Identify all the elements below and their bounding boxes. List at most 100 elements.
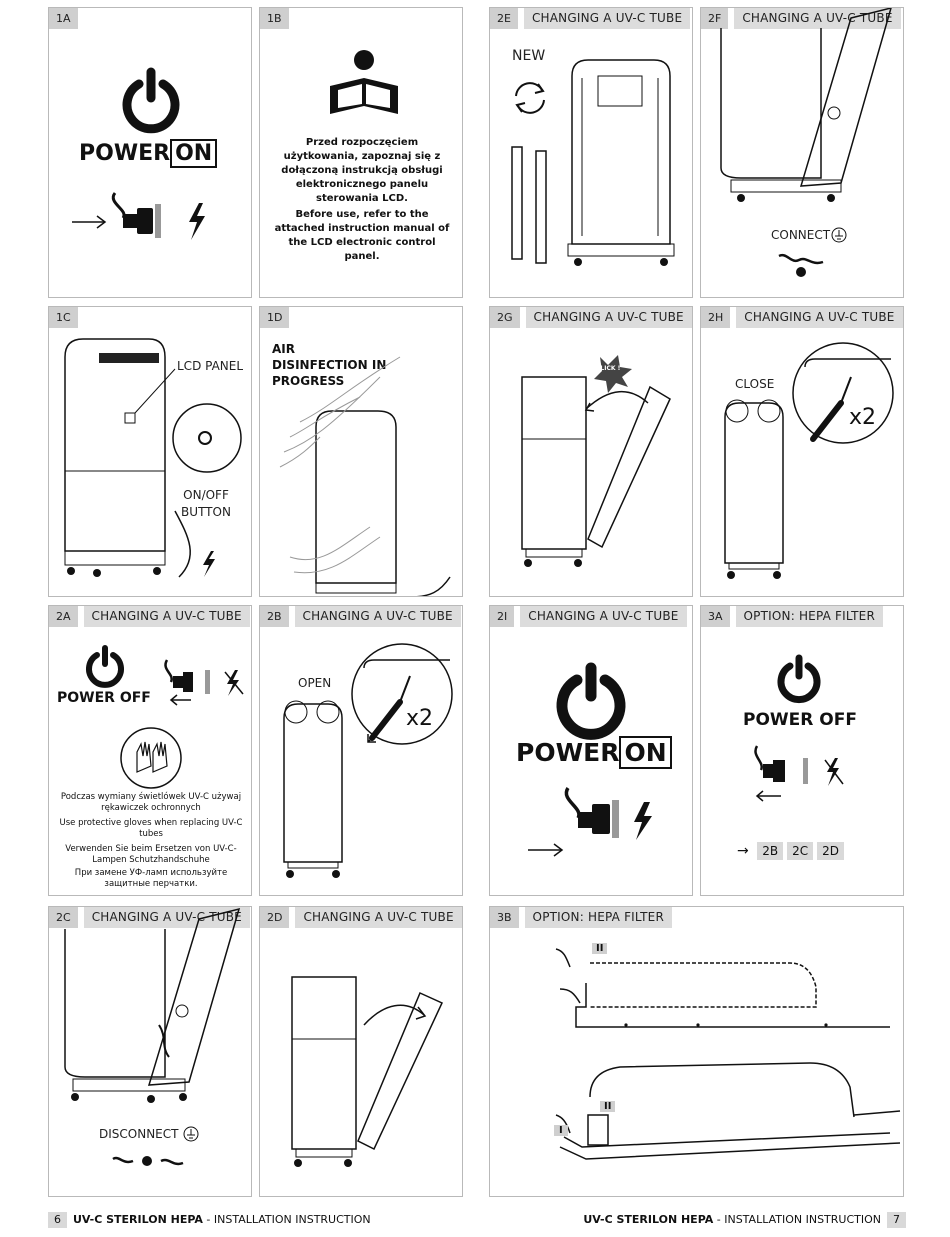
power-icon <box>86 645 124 688</box>
panel-id: 1A <box>49 8 78 29</box>
panel-id: 1C <box>49 307 78 328</box>
panel-title: CHANGING A UV-C TUBE <box>295 907 462 928</box>
gloves-text-de: Verwenden Sie beim Ersetzen von UV-C-Lam… <box>65 844 237 865</box>
hepa-filter-drawing <box>555 948 901 1160</box>
product-name: UV-C STERILON HEPA <box>73 1213 203 1226</box>
plug-in-icon <box>528 787 652 857</box>
marker-1: I <box>554 1125 568 1136</box>
new-label: NEW <box>512 48 546 64</box>
panel-title: CHANGING A UV-C TUBE <box>520 606 687 627</box>
footer-left: 6 UV-C STERILON HEPA - INSTALLATION INSTR… <box>48 1212 371 1228</box>
unplug-icon <box>754 745 844 802</box>
panel-title: CHANGING A UV-C TUBE <box>523 8 691 29</box>
panel-1d: 1D AIR DISINFECTION IN PROGRESS <box>259 306 463 597</box>
reading-person-icon <box>330 50 398 114</box>
device-open-drawing <box>567 59 675 266</box>
disconnect-label: DISCONNECT <box>99 1127 179 1141</box>
count-label: x2 <box>406 706 434 731</box>
panel-id: 2B <box>260 606 289 627</box>
panel-id: 2F <box>701 8 729 29</box>
power-icon <box>122 67 180 134</box>
gloves-text-ru: При замене УФ-ламп используйте защитные … <box>74 868 228 889</box>
instruction-text-pl: Przed rozpoczęciem użytkowania, zapoznaj… <box>281 137 443 204</box>
swap-arrows-icon <box>515 82 545 114</box>
cable-disconnected-icon <box>112 1156 184 1166</box>
panel-id: 2I <box>490 606 515 627</box>
panel-id: 2A <box>49 606 78 627</box>
product-name: UV-C STERILON HEPA <box>583 1213 714 1226</box>
power-off-text: POWER OFF <box>57 690 151 706</box>
power-icon <box>777 654 821 704</box>
device-drawing <box>64 338 242 578</box>
device-airflow-drawing <box>279 356 451 596</box>
panel-title: CHANGING A UV-C TUBE <box>525 307 692 328</box>
panel-id: 2C <box>49 907 78 928</box>
click-label: CLICK ! <box>596 365 621 372</box>
panel-id: 1B <box>260 8 289 29</box>
power-word: POWER <box>516 738 620 767</box>
panel-1c: 1C LCD PANEL ON/OFF BUTTON <box>48 306 252 597</box>
instruction-text-en: Before use, refer to the attached instru… <box>274 209 450 262</box>
panel-id: 2D <box>260 907 290 928</box>
ground-icon <box>831 227 847 243</box>
doc-suffix: - INSTALLATION INSTRUCTION <box>202 1213 371 1226</box>
step-chip: 2B <box>757 842 784 860</box>
device-door-removed-drawing <box>291 976 443 1167</box>
unplug-icon <box>164 659 244 706</box>
step-chip: 2C <box>787 842 814 860</box>
power-icon <box>556 662 626 740</box>
disinfection-text: AIR DISINFECTION IN PROGRESS <box>272 342 387 388</box>
marker-2-top: II <box>592 943 608 954</box>
panel-title: CHANGING A UV-C TUBE <box>734 8 901 29</box>
gloves-text-en: Use protective gloves when replacing UV-… <box>59 818 243 839</box>
connect-label: CONNECT <box>771 228 831 242</box>
doc-suffix: - INSTALLATION INSTRUCTION <box>713 1213 881 1226</box>
uv-tubes-drawing <box>511 146 547 264</box>
panel-title: CHANGING A UV-C TUBE <box>294 606 461 627</box>
power-off-text: POWER OFF <box>743 710 857 730</box>
footer-right: UV-C STERILON HEPA - INSTALLATION INSTRU… <box>583 1212 906 1228</box>
device-closing-drawing <box>521 355 671 567</box>
arrow-right-icon: → <box>737 843 749 859</box>
panel-title: OPTION: HEPA FILTER <box>735 606 883 627</box>
ground-icon <box>183 1126 199 1142</box>
panel-title: CHANGING A UV-C TUBE <box>83 907 250 928</box>
on-word: ON <box>619 736 672 769</box>
page-number-right: 7 <box>887 1212 906 1228</box>
panel-id: 1D <box>260 307 290 328</box>
open-label: OPEN <box>298 676 332 690</box>
step-chip: 2D <box>817 842 844 860</box>
device-door-open-drawing <box>720 8 892 202</box>
panel-title: CHANGING A UV-C TUBE <box>83 606 250 627</box>
device-door-open-drawing <box>64 907 241 1103</box>
onoff-button-label: ON/OFF BUTTON <box>181 488 231 519</box>
panel-id: 2E <box>490 8 518 29</box>
page-number-left: 6 <box>48 1212 67 1228</box>
panel-id: 2H <box>701 307 731 328</box>
lcd-panel-label: LCD PANEL <box>177 359 244 373</box>
on-word: ON <box>170 139 218 168</box>
count-label: x2 <box>849 405 877 430</box>
panel-id: 3A <box>701 606 730 627</box>
device-front-drawing <box>724 342 894 579</box>
panel-title: OPTION: HEPA FILTER <box>524 907 672 928</box>
panel-id: 3B <box>490 907 519 928</box>
cable-connected-icon <box>778 253 824 277</box>
gloves-icon <box>120 727 182 789</box>
panel-1b: 1B Przed rozpoczęciem użytkowania, zapoz… <box>259 7 463 298</box>
device-front-drawing <box>283 643 453 878</box>
close-label: CLOSE <box>735 377 775 391</box>
marker-2-bottom: II <box>600 1101 616 1112</box>
